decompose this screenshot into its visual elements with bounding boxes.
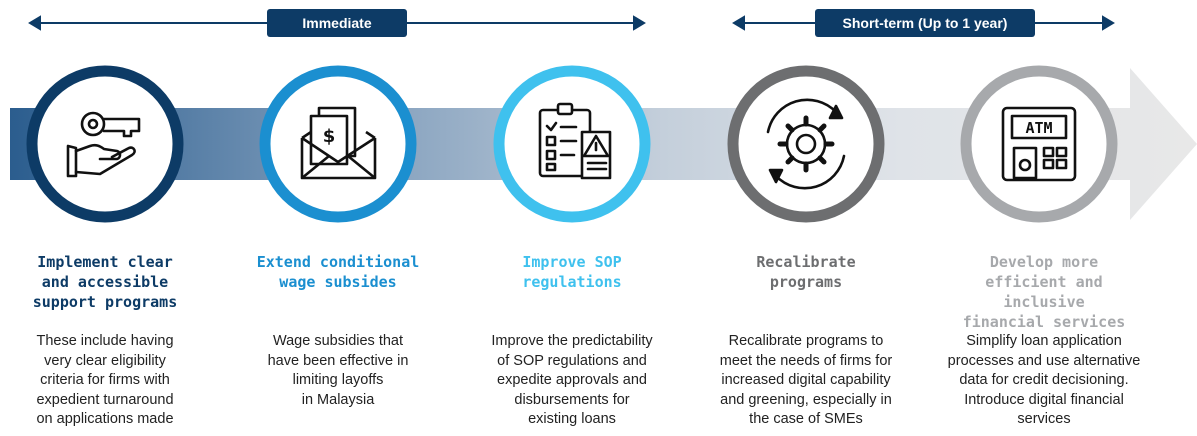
timeline-immediate-label: Immediate (267, 9, 407, 37)
gear-cycle-icon (766, 98, 846, 190)
item-desc-develop: Simplify loan application processes and … (947, 333, 1141, 427)
key-in-hand-icon (66, 111, 141, 178)
item-desc-extend: Wage subsidies that have been effective … (267, 333, 409, 408)
clipboard-checklist-warning-icon (538, 102, 612, 180)
item-title-recalibrate: Recalibrate programs (756, 253, 856, 291)
circle-implement (26, 65, 184, 223)
timeline-shortterm-label: Short-term (Up to 1 year) (815, 9, 1035, 37)
circle-develop (960, 65, 1118, 223)
item-title-improve: Improve SOP regulations (522, 253, 622, 291)
svg-text:ATM: ATM (1025, 119, 1052, 137)
item-desc-implement: These include having very clear eligibil… (36, 333, 174, 427)
circle-recalibrate (727, 65, 885, 223)
item-title-extend: Extend conditional wage subsides (256, 253, 420, 291)
item-desc-recalibrate: Recalibrate programs to meet the needs o… (719, 333, 893, 427)
item-title-implement: Implement clear and accessible support p… (32, 253, 178, 311)
svg-text:$: $ (323, 126, 336, 147)
atm-machine-icon: ATM (1001, 106, 1077, 182)
circle-improve (493, 65, 651, 223)
envelope-dollar-icon: $ (300, 106, 377, 180)
item-title-develop: Develop more efficient and inclusive fin… (962, 253, 1126, 331)
item-desc-improve: Improve the predictability of SOP regula… (491, 333, 653, 427)
